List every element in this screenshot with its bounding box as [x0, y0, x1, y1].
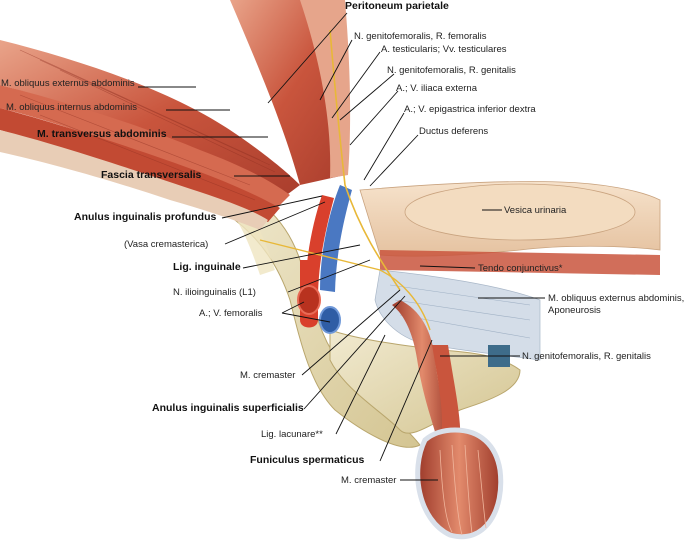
leader-lig-inguinale	[242, 244, 361, 269]
label-tendo-conjunctivus: Tendo conjunctivus*	[478, 263, 563, 274]
vesica-urinaria	[404, 183, 636, 241]
label-gf-r-femoralis: N. genitofemoralis, R. femoralis	[354, 31, 487, 42]
leader-gf-genitalis-top	[339, 73, 395, 121]
label-ductus-deferens: Ductus deferens	[419, 126, 489, 137]
label-cremaster-upper: M. cremaster	[240, 370, 296, 381]
label-vesica-urinaria: Vesica urinaria	[504, 205, 567, 216]
leader-funiculus	[379, 339, 433, 462]
label-obliquus-internus: M. obliquus internus abdominis	[6, 102, 137, 113]
leader-testicularis	[331, 51, 381, 119]
cremaster-cord	[432, 345, 461, 445]
label-femoralis: A.; V. femoralis	[199, 308, 263, 319]
label-epigastrica: A.; V. epigastrica inferior dextra	[404, 104, 536, 115]
transversus-muscle	[0, 108, 280, 222]
label-peritoneum-parietale: Peritoneum parietale	[345, 0, 449, 12]
label-lig-lacunare: Lig. lacunare**	[261, 429, 323, 440]
leader-femoralis-v	[281, 312, 331, 323]
leader-gf-femoralis	[319, 39, 353, 101]
funiculus-spermaticus	[392, 300, 452, 442]
label-gf-r-genitalis-top: N. genitofemoralis, R. genitalis	[387, 65, 516, 76]
muscle-striations	[19, 49, 276, 201]
label-gf-r-genitalis-bottom: N. genitofemoralis, R. genitalis	[522, 351, 651, 362]
leader-ilioinguinalis	[287, 259, 371, 293]
leader-peritoneum	[267, 12, 348, 104]
leader-lines	[138, 12, 545, 481]
femoral-vein-cut	[319, 306, 341, 334]
leader-anulus-superficialis	[303, 295, 406, 410]
cremaster-striations	[439, 444, 487, 536]
leader-lacunare	[335, 334, 386, 435]
cremaster-sac	[415, 427, 504, 540]
label-aponeurosis-line2: Aponeurosis	[548, 305, 601, 316]
leader-vasa	[224, 201, 326, 245]
label-obliquus-externus: M. obliquus externus abdominis	[1, 78, 135, 89]
label-funiculus-spermaticus: Funiculus spermaticus	[250, 454, 365, 466]
leader-iliaca	[349, 90, 399, 146]
label-cremaster-lower: M. cremaster	[341, 475, 397, 486]
rectus-band	[380, 250, 660, 275]
label-fascia-transversalis: Fascia transversalis	[101, 169, 202, 181]
obliquus-internus-muscle	[0, 85, 290, 210]
label-transversus: M. transversus abdominis	[37, 128, 167, 140]
abdominal-wall-inner	[300, 0, 351, 178]
leader-femoralis-a	[281, 301, 305, 314]
label-aponeurosis-line1: M. obliquus externus abdominis,	[548, 293, 685, 304]
vena-iliaca	[320, 185, 352, 292]
leader-anulus-profundus	[221, 195, 323, 219]
label-lig-inguinale: Lig. inguinale	[173, 261, 241, 273]
leader-cremaster-upper	[301, 289, 401, 376]
label-a-testicularis: A. testicularis; Vv. testiculares	[381, 44, 507, 55]
leader-epigastrica	[363, 112, 405, 181]
label-ilioinguinalis: N. ilioinguinalis (L1)	[173, 287, 256, 298]
femoral-artery-cut	[297, 285, 321, 315]
nerve-genitofemoral	[329, 29, 401, 291]
label-vasa-cremasterica: (Vasa cremasterica)	[124, 239, 209, 250]
leader-ductus	[369, 134, 419, 187]
nerve-ilioinguinal	[259, 239, 431, 331]
leader-tendo	[419, 265, 476, 269]
label-iliaca-externa: A.; V. iliaca externa	[396, 83, 477, 94]
label-anulus-profundus: Anulus inguinalis profundus	[74, 211, 217, 223]
fascia-transversalis-layer	[0, 130, 268, 230]
label-anulus-superficialis: Anulus inguinalis superficialis	[152, 402, 304, 414]
